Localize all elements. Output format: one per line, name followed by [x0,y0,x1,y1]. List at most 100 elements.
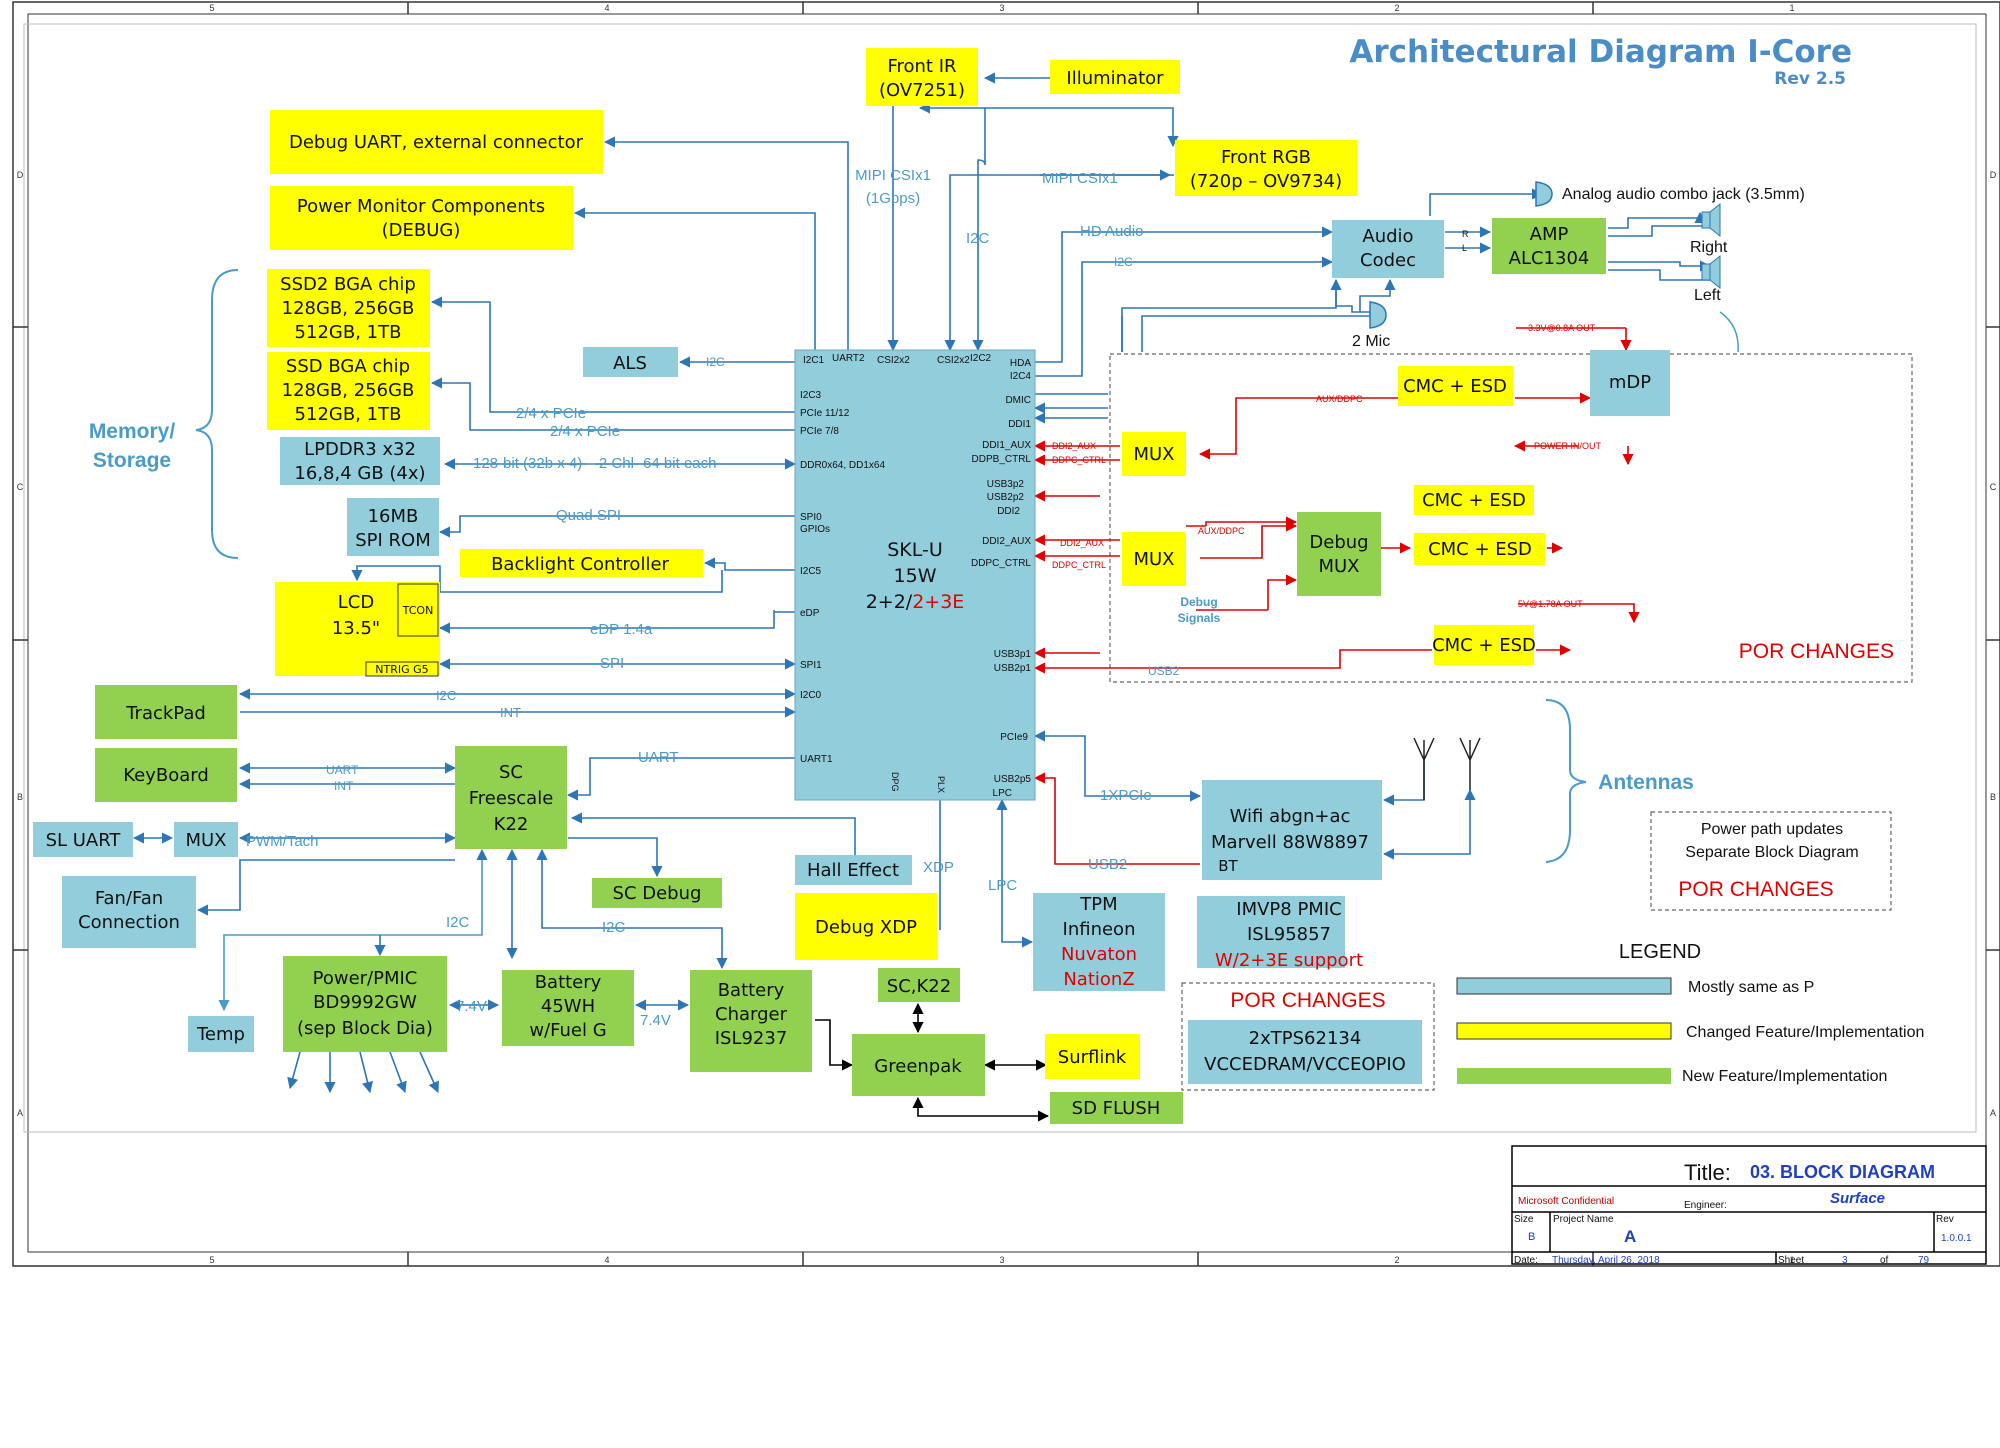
power-pmic-block: Power/PMIC BD9992GW (sep Block Dia) [283,956,447,1052]
svg-text:IMVP8 PMIC: IMVP8 PMIC [1236,899,1341,920]
svg-text:MUX: MUX [1133,549,1174,570]
blue-connections [132,72,1712,1094]
lpddr3-block: LPDDR3 x32 16,8,4 GB (4x) [280,437,440,485]
sc-debug-block: SC Debug [592,878,722,908]
soc-pin: I2C0 [800,690,822,701]
svg-text:Power Monitor Components: Power Monitor Components [297,196,545,217]
label-edp: eDP 1.4a [590,621,653,638]
front-ir-block: Front IR(OV7251) [866,48,978,106]
svg-text:CMC + ESD: CMC + ESD [1422,490,1526,511]
label-power-path: Separate Block Diagram [1685,844,1858,861]
label-por-changes: POR CHANGES [1230,989,1385,1012]
red-labels: AUX/DDPC AUX/DDPC 3.3V@0.8A OUT POWER IN… [1052,323,1894,1012]
row-mark-left: C [17,482,24,492]
title-value: 03. BLOCK DIAGRAM [1750,1162,1935,1182]
svg-text:MUX: MUX [1318,556,1359,577]
legend-title: LEGEND [1619,941,1701,963]
svg-text:TCON: TCON [402,604,434,617]
col-mark-bottom: 5 [209,1255,214,1265]
cmc-esd-3-block: CMC + ESD [1414,533,1545,565]
of-value: 79 [1918,1255,1930,1266]
legend-label: Changed Feature/Implementation [1686,1024,1924,1041]
svg-text:ALC1304: ALC1304 [1509,248,1590,269]
label-right: Right [1690,239,1728,256]
svg-text:Debug: Debug [1309,532,1368,553]
svg-text:BT: BT [1218,857,1238,875]
memory-brace [195,269,239,559]
label-r: R [1462,229,1469,239]
svg-text:Charger: Charger [715,1004,788,1025]
svg-text:TrackPad: TrackPad [125,703,206,724]
svg-text:CMC + ESD: CMC + ESD [1428,539,1532,560]
soc-pin: DPG [890,772,900,792]
label-i2c: I2C [1114,255,1133,269]
keyboard-block: KeyBoard [95,748,237,802]
legend-swatch [1456,1022,1672,1040]
por-changes-region [1109,353,1913,683]
svg-text:Debug UART, external connector: Debug UART, external connector [289,132,584,153]
soc-pin: USB3p2 [987,479,1025,490]
of-label: of [1880,1255,1889,1266]
soc-pin: I2C1 [803,355,825,366]
svg-text:Power/PMIC: Power/PMIC [313,968,418,989]
label-voltage: 7.4V [456,998,487,1015]
sheet-value: 3 [1842,1255,1848,1266]
row-mark-right: B [1990,792,1996,802]
col-mark-top: 1 [1789,3,1794,13]
label-pcie: 1XPCIe [1100,787,1152,804]
soc-pin: DDR0x64, DD1x64 [800,460,885,471]
svg-text:512GB, 1TB: 512GB, 1TB [295,322,402,343]
svg-text:16,8,4 GB (4x): 16,8,4 GB (4x) [294,463,425,484]
label-memory-storage: Memory/ [89,420,176,443]
svg-text:SD FLUSH: SD FLUSH [1072,1098,1161,1119]
svg-text:Marvell 88W8897: Marvell 88W8897 [1211,832,1369,853]
svg-text:512GB, 1TB: 512GB, 1TB [295,404,402,425]
label-pcie: 2/4 x PCIe [550,423,620,440]
soc-tdp: 15W [894,565,937,587]
svg-text:(sep Block Dia): (sep Block Dia) [297,1018,433,1039]
label-hd-audio: HD Audio [1080,223,1143,240]
label-lpc: LPC [988,877,1017,894]
svg-text:mDP: mDP [1609,372,1651,393]
label-i2c: I2C [966,230,990,247]
soc-pin: UART2 [832,353,865,364]
svg-text:Freescale: Freescale [469,788,554,809]
svg-text:K22: K22 [494,814,529,835]
svg-text:KeyBoard: KeyBoard [123,765,209,786]
soc-pin: DDI1_AUX [982,440,1031,451]
label-mipi-2: MIPI CSIx1 [1042,170,1118,187]
svg-text:w/Fuel G: w/Fuel G [529,1020,606,1041]
mux-left-block: MUX [174,822,238,857]
title-label: Title: [1684,1160,1731,1185]
svg-text:LPDDR3 x32: LPDDR3 x32 [304,439,416,460]
soc-pin: USB2p1 [994,663,1032,674]
sc-k22-block: SC,K22 [878,968,960,1002]
label-int: INT [334,779,354,793]
col-mark-bottom: 2 [1394,1255,1399,1265]
debug-uart-block: Debug UART, external connector [270,110,603,174]
label-por-changes: POR CHANGES [1739,640,1894,663]
size-label: Size [1514,1214,1534,1225]
label-usb2: USB2 [1148,664,1180,678]
svg-text:SC,K22: SC,K22 [887,976,951,997]
svg-text:BD9992GW: BD9992GW [313,992,417,1013]
soc-pin: DDPB_CTRL [972,454,1032,465]
svg-text:(720p – OV9734): (720p – OV9734) [1190,171,1342,192]
label-uart: UART [326,763,359,777]
sd-flush-block: SD FLUSH [1050,1092,1183,1124]
rev-value: 1.0.0.1 [1941,1233,1972,1244]
soc-block: SKL-U 15W 2+2/2+3E [794,349,1036,801]
svg-text:Nuvaton: Nuvaton [1061,944,1137,965]
speaker-right-icon [1701,202,1721,238]
sheet-border [12,1,2000,1267]
svg-text:13.5": 13.5" [332,618,380,639]
svg-text:Greenpak: Greenpak [874,1056,962,1077]
soc-pin: I2C3 [800,390,822,401]
svg-text:LCD: LCD [338,592,374,613]
svg-text:Battery: Battery [535,972,602,993]
label-ddpc-ctrl: DDPC_CTRL [1052,560,1106,570]
